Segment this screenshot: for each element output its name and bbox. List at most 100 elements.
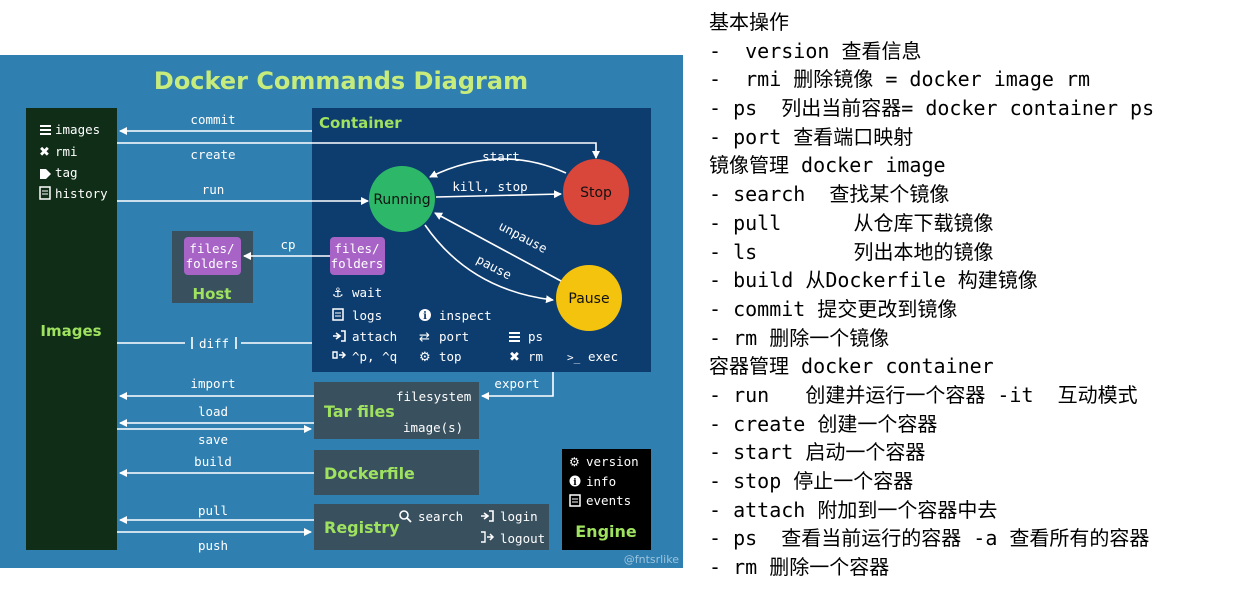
images-panel-label: Images [40,322,101,340]
notes-item: - version 查看信息 [709,38,922,63]
login-icon [333,330,346,342]
cmd-pq: ^p, ^q [352,349,397,364]
cp-label: cp [280,237,295,252]
gear-icon: ⚙ [569,455,580,469]
svg-text:i: i [573,478,577,488]
diff-label: diff [199,336,229,351]
registry-label: Registry [324,518,400,537]
swap-icon: ⇄ [419,330,430,345]
search-icon [399,510,412,523]
document-icon [39,186,51,200]
pause-state-label: Pause [568,291,609,307]
images-item-label: tag [55,165,78,180]
images-item-history: history [39,186,108,201]
images-item-rmi: ✖ rmi [39,144,78,160]
info-icon: i [419,309,431,322]
logout-icon [481,531,495,543]
engine-version: version [586,454,639,469]
registry-login: login [500,509,538,524]
gears-icon: ⚙ [419,350,431,365]
notes-item: - rm 删除一个容器 [709,555,890,580]
diagram-title: Docker Commands Diagram [154,67,528,95]
info-icon: i [569,475,581,488]
start-label: start [482,149,520,164]
commit-label: commit [190,112,235,127]
notes-item: - run 创建并运行一个容器 -it 互动模式 [709,382,1138,407]
images-panel [26,108,117,550]
host-panel-label: Host [193,285,232,303]
engine-label: Engine [575,522,637,541]
container-folders-line1: files/ [334,241,379,256]
running-state [369,166,435,232]
credit-label: @fntsrlike [624,553,680,566]
registry-panel [314,504,549,550]
images-item-label: rmi [55,144,78,159]
kill-stop-label: kill, stop [452,179,527,194]
docker-commands-diagram: Docker Commands Diagram images ✖ rmi tag… [0,55,683,568]
run-label: run [202,182,225,197]
engine-events: events [586,493,631,508]
notes-item: - attach 附加到一个容器中去 [709,497,998,522]
registry-logout: logout [500,531,545,546]
notes-heading-container: 容器管理 docker container [709,354,994,379]
create-label: create [190,147,235,162]
images-item-images: images [40,122,100,137]
images-item-label: images [55,122,100,137]
images-item-label: history [55,186,108,201]
list-icon [509,332,520,342]
container-folders-box [330,237,385,275]
notes-item: - build 从Dockerfile 构建镜像 [709,268,1038,293]
save-label: save [198,432,228,447]
notes-item: - rmi 删除镜像 = docker image rm [709,67,1091,92]
command-notes: 基本操作 - version 查看信息 - rmi 删除镜像 = docker … [709,8,1239,582]
push-label: push [198,538,228,553]
load-label: load [198,404,228,419]
host-folders-line2: folders [186,256,239,271]
notes-item: - port 查看端口映射 [709,124,914,149]
anchor-icon: ⚓ [332,286,344,301]
list-icon [40,125,51,135]
images-item-tag: tag [40,165,78,180]
host-folders-line1: files/ [189,241,234,256]
dockerfile-label: Dockerfile [324,464,415,483]
tar-filesystem-label: filesystem [396,389,471,404]
notes-heading-basic: 基本操作 [709,10,789,34]
x-icon: ✖ [509,350,520,365]
container-panel-label: Container [319,114,402,132]
cmd-inspect: inspect [439,308,492,323]
cmd-exec: exec [588,349,618,364]
container-folders-line2: folders [331,256,384,271]
login-icon [481,510,494,522]
notes-item: - start 启动一个容器 [709,440,926,465]
export-arrow [481,372,554,400]
notes-item: - rm 删除一个镜像 [709,325,890,350]
notes-item: - ps 列出当前容器= docker container ps [709,96,1155,121]
cmd-top: top [439,349,462,364]
notes-heading-image: 镜像管理 docker image [709,153,946,178]
start-arrow [429,158,567,178]
tar-images-label: image(s) [403,420,463,435]
notes-item: - stop 停止一个容器 [709,469,914,493]
terminal-icon: >_ [567,351,581,364]
notes-item: - ls 列出本地的镜像 [709,239,994,264]
notes-item: - create 创建一个容器 [709,411,938,436]
pull-label: pull [198,503,228,518]
export-label: export [494,376,539,391]
notes-item: - commit 提交更改到镜像 [709,296,958,321]
dockerfile-panel [314,450,479,495]
svg-text:i: i [423,311,427,322]
import-label: import [190,376,235,391]
cmd-rm: rm [528,349,543,364]
cmd-port: port [439,329,469,344]
cmd-attach: attach [352,329,397,344]
document-icon [569,494,581,507]
document-icon [332,308,344,321]
tag-icon [40,169,51,179]
tar-files-label: Tar files [324,402,395,421]
engine-info: info [586,474,616,489]
stop-state [563,159,629,225]
build-label: build [194,454,232,469]
kill-stop-arrow [435,190,562,199]
create-arrow [117,142,600,159]
cmd-logs: logs [352,308,382,323]
